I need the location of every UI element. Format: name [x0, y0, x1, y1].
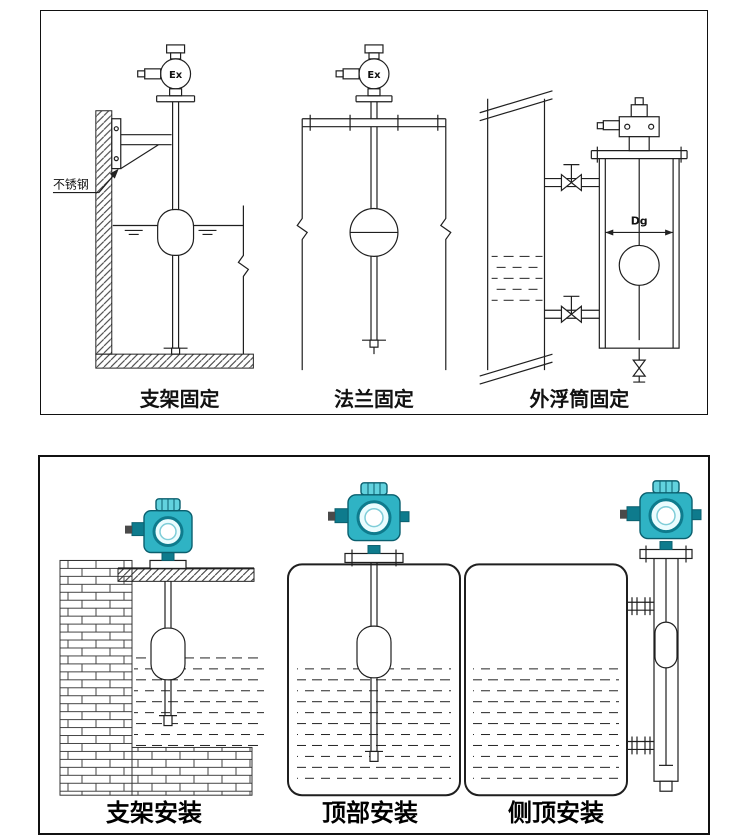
diagram-bracket-fixing: 不锈钢 Ex [52, 44, 254, 369]
stainless-steel-label: 不锈钢 [52, 168, 119, 194]
tank-top-flange [301, 114, 447, 131]
ex-transmitter-head: Ex [137, 44, 196, 103]
caption-bracket-fixing: 支架固定 [139, 387, 220, 411]
flange-bolts [645, 545, 687, 563]
float-ball [654, 621, 678, 669]
flange-bolts [309, 114, 439, 131]
caption-external-chamber-fixing: 外浮筒固定 [530, 387, 630, 411]
transmitter-head [328, 482, 410, 567]
side-connection-bottom [544, 295, 600, 324]
float-ball [356, 625, 392, 679]
head-flange [355, 95, 393, 103]
valve-icon [560, 295, 582, 324]
float-ball [157, 208, 195, 256]
caption-bracket-installation: 支架安装 [106, 799, 202, 827]
conduit-entry [602, 120, 620, 131]
caption-flange-fixing: 法兰固定 [334, 387, 414, 411]
float-ball [618, 244, 660, 286]
side-connection-bottom [627, 736, 654, 755]
conduit-entry [626, 506, 641, 522]
diagram-side-top-installation [464, 480, 702, 797]
fixing-methods-drawing: 不锈钢 Ex [52, 44, 688, 411]
arrowhead [109, 168, 119, 179]
stainless-text: 不锈钢 [53, 178, 89, 192]
rod-end-stop [362, 339, 386, 355]
rod-end-stop [659, 764, 673, 792]
conduit-entry [131, 522, 145, 537]
transmitter-head [125, 498, 193, 570]
side-connection-top [627, 597, 654, 616]
float-ball [349, 207, 399, 257]
ground-hatch [95, 353, 254, 369]
wall-hatch [95, 110, 113, 355]
water-level [491, 250, 543, 309]
drain-valve-icon [632, 348, 647, 383]
diagram-bracket-installation [59, 498, 264, 796]
flange [149, 559, 187, 570]
conduit-entry [144, 68, 162, 80]
ex-transmitter-head: Ex [335, 44, 393, 103]
rod-end-stop [365, 750, 383, 762]
fixing-methods-panel: 不锈钢 Ex [40, 10, 708, 415]
diagram-external-chamber-fixing: Dg [479, 90, 688, 385]
ex-label: Ex [169, 70, 183, 81]
transmitter-head [596, 97, 660, 152]
conduit-entry [334, 508, 349, 524]
transmitter-head [620, 480, 702, 563]
installation-methods-drawing: 支架安装 顶部安装 侧顶安装 [59, 480, 702, 827]
mounting-bracket [111, 118, 172, 170]
conduit-entry [342, 68, 360, 80]
brick-floor [131, 746, 253, 796]
brick-wall [59, 559, 133, 796]
tank-wall-left [296, 126, 309, 371]
bracket-shelf [117, 567, 255, 582]
valve-icon [560, 164, 582, 192]
wall-break-lines [479, 90, 553, 385]
flange [344, 552, 404, 564]
diagram-flange-fixing: Ex [296, 44, 452, 371]
flange-bolts [351, 549, 397, 567]
float-ball [150, 627, 186, 681]
flange-bolts [631, 597, 651, 616]
tank-wall-break [237, 205, 250, 355]
caption-top-installation: 顶部安装 [322, 799, 418, 827]
tank-wall-strip [487, 98, 546, 371]
flange [156, 95, 196, 103]
diagram-top-installation [287, 482, 461, 797]
flange [639, 548, 693, 560]
tank-wall-right [439, 126, 452, 371]
installation-methods-panel: 支架安装 顶部安装 侧顶安装 [38, 455, 710, 835]
flange-bolts [631, 736, 651, 755]
ex-label: Ex [367, 70, 381, 81]
rod-end-stop [163, 347, 188, 355]
water-level [297, 667, 451, 787]
rod-end-stop [159, 715, 177, 727]
caption-side-top-installation: 侧顶安装 [508, 799, 604, 827]
side-connection-top [544, 164, 600, 192]
water-level [473, 663, 619, 788]
